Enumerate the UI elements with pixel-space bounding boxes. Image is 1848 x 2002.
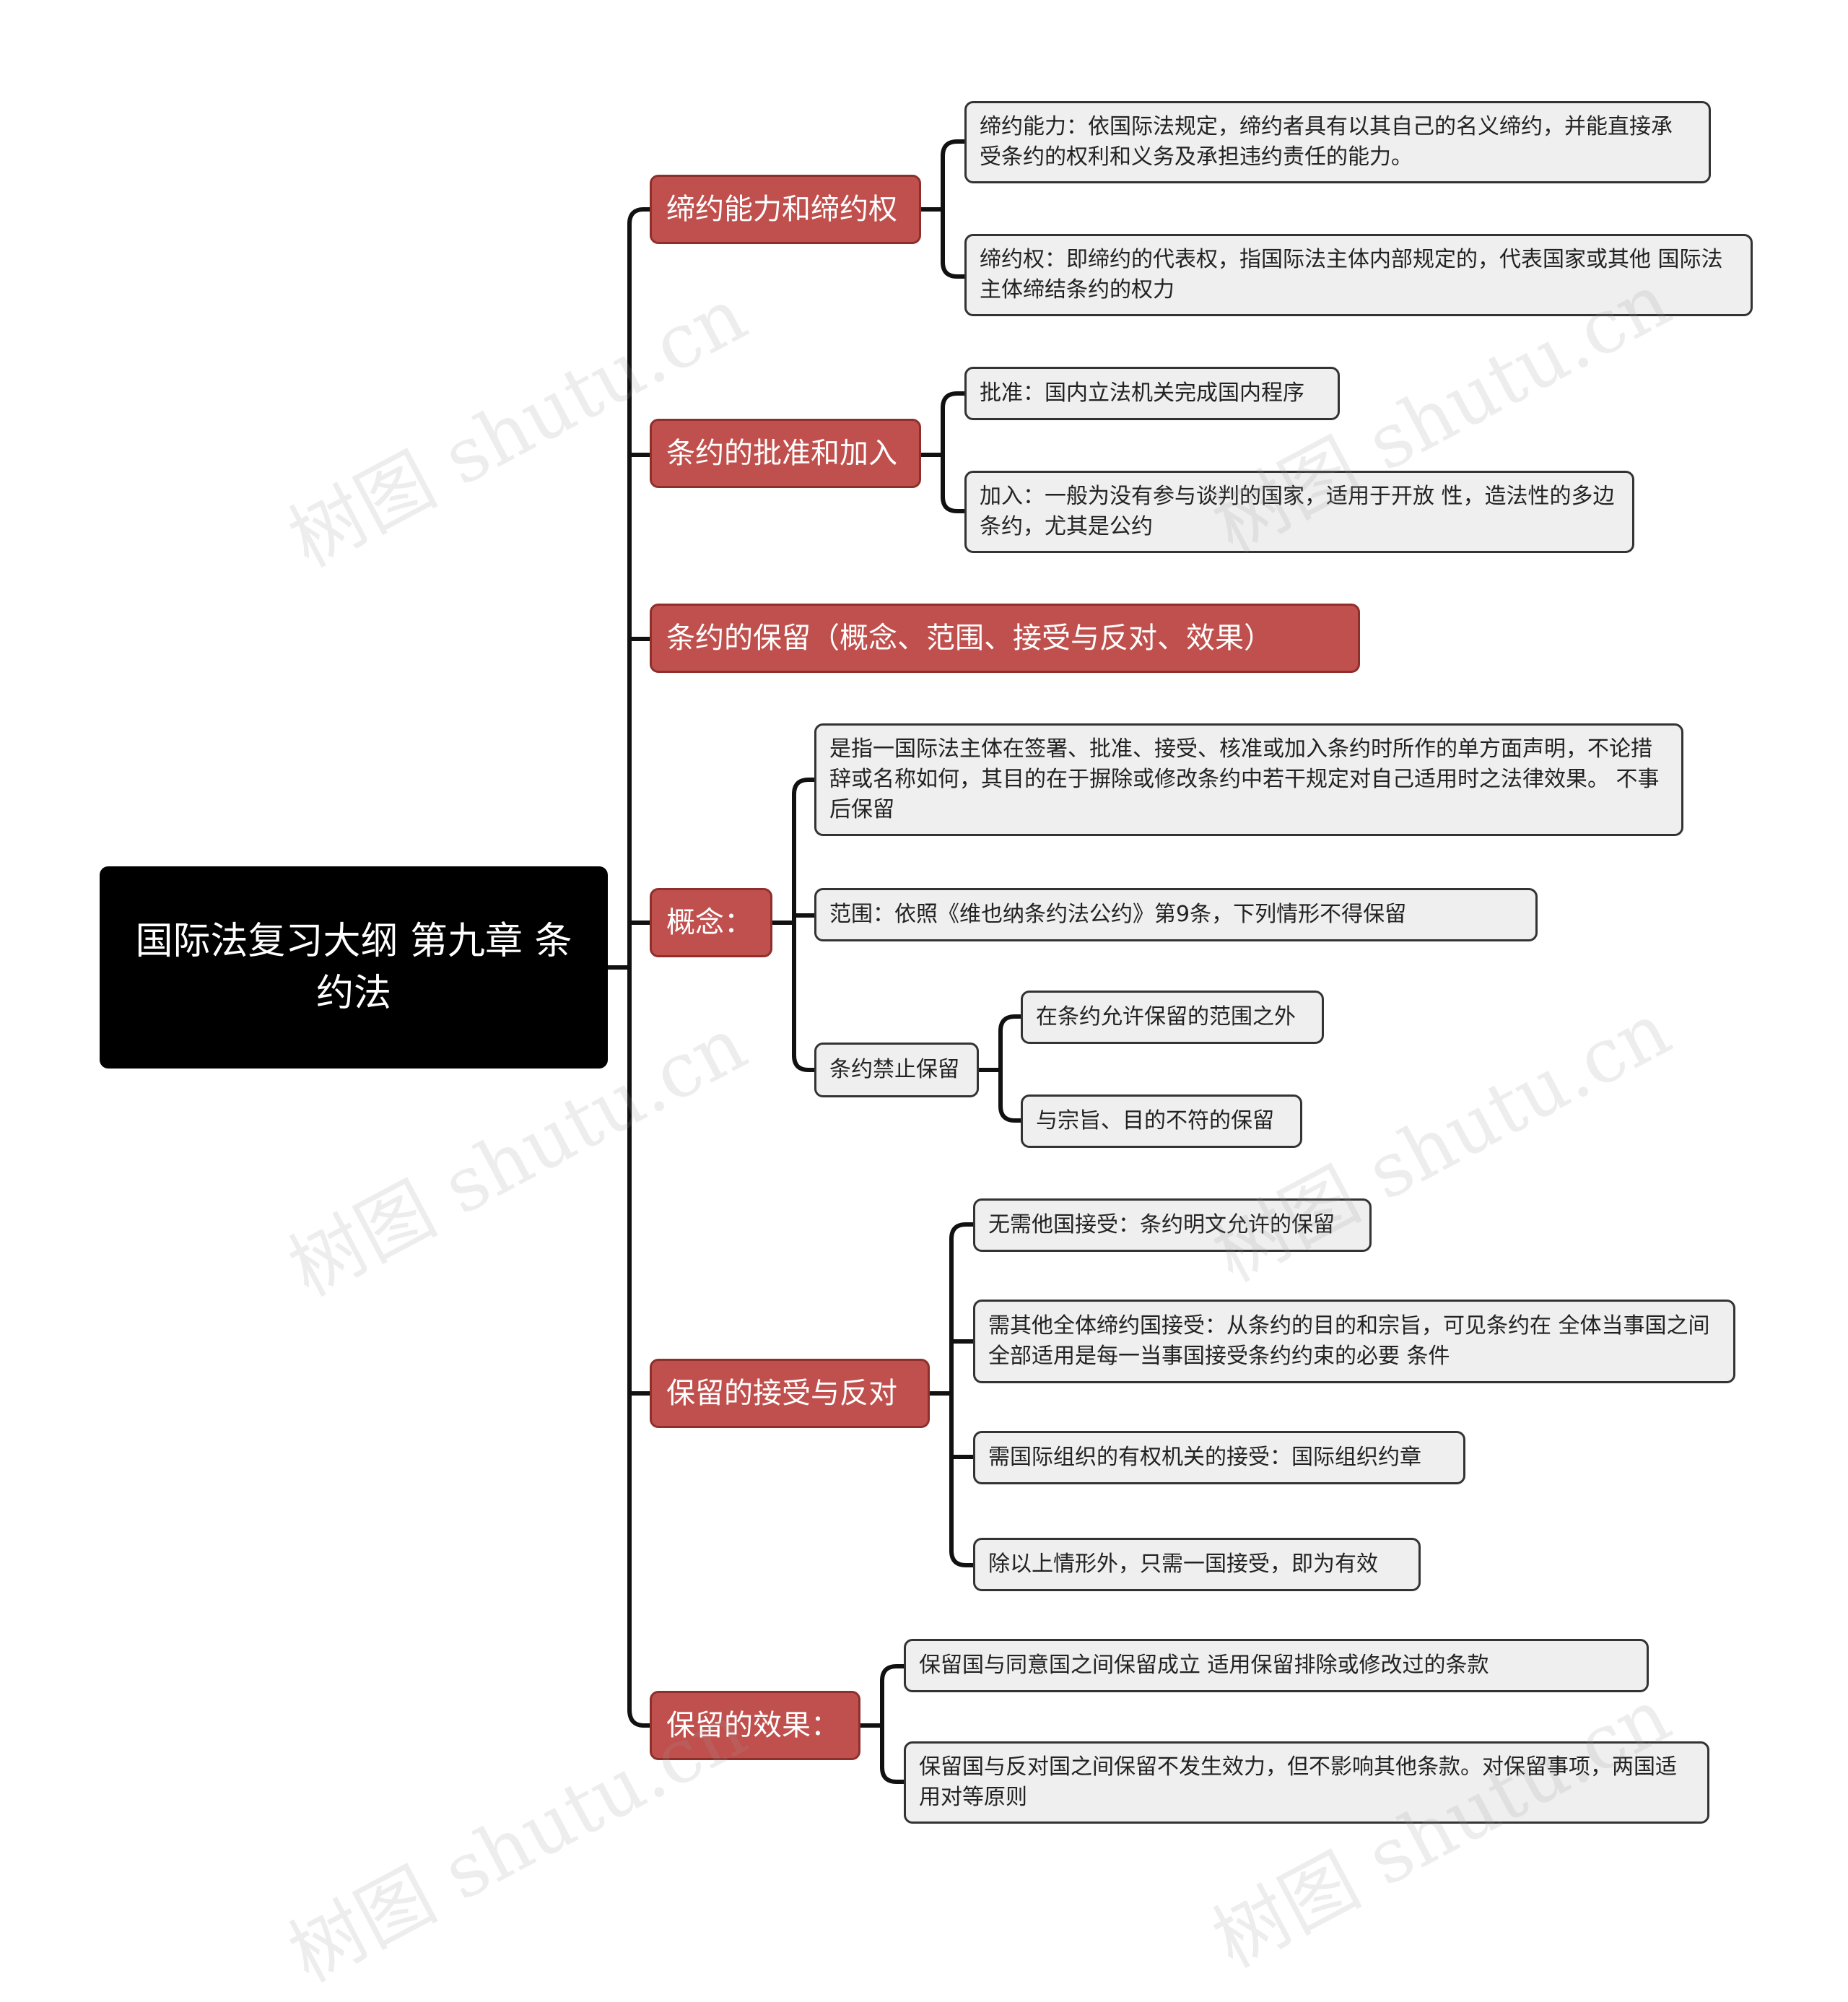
leaf-single-acceptance[interactable]: 除以上情形外，只需一国接受，即为有效 [973,1538,1421,1591]
connector-b5-leaf-1 [949,1222,975,1241]
branch-label: 概念： [666,906,753,939]
branch-label: 缔约能力和缔约权 [666,193,897,226]
connector-b2-leaf-1 [941,391,967,410]
connector-lines [606,139,1023,1784]
leaf-label: 保留国与反对国之间保留不发生效力，但不影响其他条款。对保留事项，两国适用对等原则 [919,1754,1677,1810]
leaf-label: 需国际组织的有权机关的接受：国际组织约章 [988,1445,1421,1470]
leaf-scope[interactable]: 范围：依照《维也纳条约法公约》第9条，下列情形不得保留 [814,888,1538,941]
connector-b1-leaf-2 [941,260,967,279]
leaf-ratification[interactable]: 批准：国内立法机关完成国内程序 [964,367,1340,420]
root-topic[interactable]: 国际法复习大纲 第九章 条约法 [100,866,608,1069]
leaf-all-parties-acceptance[interactable]: 需其他全体缔约国接受：从条约的目的和宗旨，可见条约在 全体当事国之间全部适用是每… [973,1300,1735,1383]
connector-branch-1 [627,207,652,226]
connector-b5-leaf-4 [949,1549,975,1567]
leaf-effect-accepting-state[interactable]: 保留国与同意国之间保留成立 适用保留排除或修改过的条款 [904,1639,1649,1692]
branch-label: 条约的批准和加入 [666,437,897,470]
branch-label: 保留的效果： [666,1709,840,1742]
connector-b6-leaf-2 [880,1765,906,1784]
leaf-label: 需其他全体缔约国接受：从条约的目的和宗旨，可见条约在 全体当事国之间全部适用是每… [988,1313,1710,1369]
connector-b2-leaf-2 [941,495,967,513]
connector-b4-leaf-3 [792,1053,816,1072]
leaf-label: 缔约权：即缔约的代表权，指国际法主体内部规定的，代表国家或其他 国际法主体缔结条… [980,247,1723,303]
leaf-label: 缔约能力：依国际法规定，缔约者具有以其自己的名义缔约，并能直接承 受条约的权利和… [980,114,1673,170]
leaf-label: 无需他国接受：条约明文允许的保留 [988,1212,1335,1237]
branch-label: 条约的保留（概念、范围、接受与反对、效果） [666,622,1273,655]
leaf-outside-permitted-scope[interactable]: 在条约允许保留的范围之外 [1021,991,1324,1044]
connector-b4-leaf-1 [792,778,816,796]
leaf-effect-objecting-state[interactable]: 保留国与反对国之间保留不发生效力，但不影响其他条款。对保留事项，两国适用对等原则 [904,1741,1709,1824]
leaf-label: 与宗旨、目的不符的保留 [1036,1108,1274,1133]
leaf-prohibited-reservation[interactable]: 条约禁止保留 [814,1043,979,1097]
leaf-authority-definition[interactable]: 缔约权：即缔约的代表权，指国际法主体内部规定的，代表国家或其他 国际法主体缔结条… [964,234,1753,316]
leaf-concept-definition[interactable]: 是指一国际法主体在签署、批准、接受、核准或加入条约时所作的单方面声明，不论措辞或… [814,723,1683,836]
leaf-label: 加入：一般为没有参与谈判的国家，适用于开放 性，造法性的多边条约，尤其是公约 [980,484,1615,539]
leaf-no-acceptance-needed[interactable]: 无需他国接受：条约明文允许的保留 [973,1198,1372,1252]
branch-concept[interactable]: 概念： [650,888,772,957]
leaf-label: 范围：依照《维也纳条约法公约》第9条，下列情形不得保留 [829,902,1407,927]
branch-reservation-effect[interactable]: 保留的效果： [650,1691,860,1760]
connector-b1-leaf-1 [941,139,967,158]
leaf-label: 批准：国内立法机关完成国内程序 [980,380,1304,406]
branch-ratification-accession[interactable]: 条约的批准和加入 [650,419,921,488]
leaf-label: 条约禁止保留 [829,1057,959,1082]
branch-acceptance-objection[interactable]: 保留的接受与反对 [650,1359,930,1428]
branch-label: 保留的接受与反对 [666,1377,897,1410]
branch-reservations[interactable]: 条约的保留（概念、范围、接受与反对、效果） [650,604,1360,673]
connector-b4c3-leaf-1 [998,1014,1023,1033]
leaf-label: 保留国与同意国之间保留成立 适用保留排除或修改过的条款 [919,1653,1489,1678]
connector-b4c3-leaf-2 [998,1104,1023,1123]
leaf-accession[interactable]: 加入：一般为没有参与谈判的国家，适用于开放 性，造法性的多边条约，尤其是公约 [964,471,1634,553]
leaf-international-organization[interactable]: 需国际组织的有权机关的接受：国际组织约章 [973,1431,1465,1484]
root-topic-label: 国际法复习大纲 第九章 条约法 [135,920,572,1015]
branch-contracting-capacity[interactable]: 缔约能力和缔约权 [650,175,921,244]
leaf-capacity-definition[interactable]: 缔约能力：依国际法规定，缔约者具有以其自己的名义缔约，并能直接承 受条约的权利和… [964,101,1711,183]
leaf-label: 在条约允许保留的范围之外 [1036,1004,1296,1030]
leaf-label: 是指一国际法主体在签署、批准、接受、核准或加入条约时所作的单方面声明，不论措辞或… [829,736,1660,822]
connector-branch-6 [627,1707,652,1728]
leaf-label: 除以上情形外，只需一国接受，即为有效 [988,1551,1378,1577]
connector-b6-leaf-1 [880,1664,906,1683]
leaf-incompatible-purpose[interactable]: 与宗旨、目的不符的保留 [1021,1094,1302,1148]
